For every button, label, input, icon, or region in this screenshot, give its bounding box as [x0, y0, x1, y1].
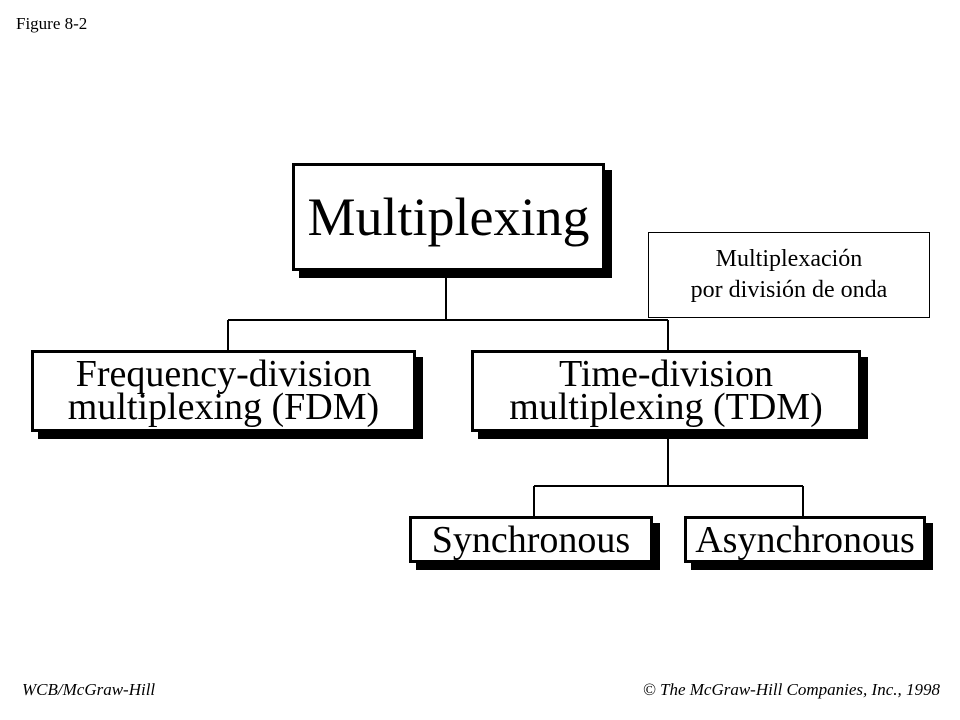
synchronous-label: Synchronous: [431, 518, 631, 561]
annotation-line-2: por división de onda: [690, 277, 888, 303]
tdm-label: Time-division multiplexing (TDM): [509, 353, 823, 428]
annotation-line-1: Multiplexación: [715, 246, 863, 272]
publisher-footer: WCB/McGraw-Hill: [22, 680, 156, 699]
figure-label: Figure 8-2: [16, 14, 88, 33]
tdm-node: Time-division multiplexing (TDM): [471, 350, 861, 432]
multiplexing-node: Multiplexing: [292, 163, 605, 271]
fdm-node: Frequency-division multiplexing (FDM): [31, 350, 416, 432]
synchronous-node: Synchronous: [409, 516, 653, 563]
multiplexing-label: Multiplexing: [307, 187, 590, 247]
asynchronous-node: Asynchronous: [684, 516, 926, 563]
fdm-label: Frequency-division multiplexing (FDM): [67, 353, 380, 428]
copyright-footer: © The McGraw-Hill Companies, Inc., 1998: [642, 680, 940, 699]
asynchronous-label: Asynchronous: [695, 518, 915, 561]
annotation-box: Multiplexación por división de onda: [648, 232, 930, 318]
